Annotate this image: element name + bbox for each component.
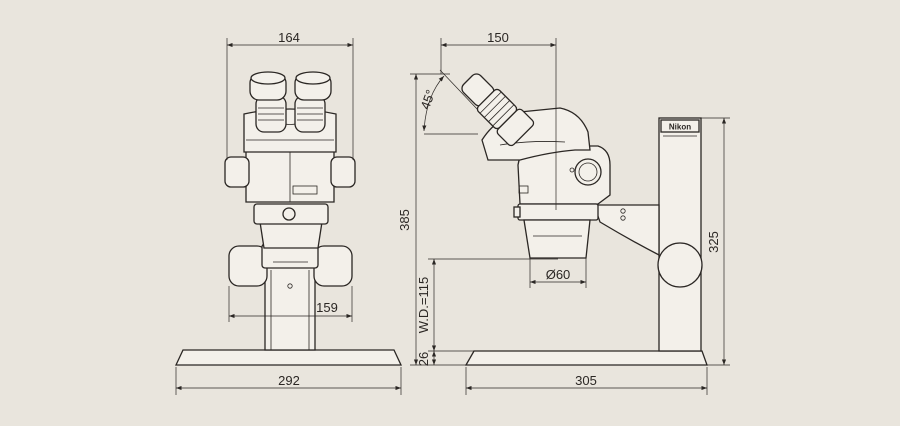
dim-text-45: 45° bbox=[417, 88, 438, 112]
front-base-plate bbox=[174, 349, 403, 366]
dim-front-base-width: 292 bbox=[175, 367, 402, 395]
front-focus-knob-right bbox=[313, 245, 353, 287]
side-base-plate bbox=[464, 350, 708, 366]
dim-side-eyepiece-offset: 150 bbox=[440, 30, 557, 210]
dim-text-objective-diameter: Ø60 bbox=[546, 267, 571, 282]
dim-text-working-distance: W.D.=115 bbox=[416, 277, 431, 333]
front-eyepiece-right bbox=[294, 71, 332, 133]
front-view: 164 159 292 bbox=[174, 30, 403, 395]
dim-side-eyepiece-angle: 45° bbox=[417, 69, 479, 135]
dim-side-base-height: 26 bbox=[416, 351, 437, 366]
front-eyepiece-left bbox=[249, 71, 287, 133]
side-arm bbox=[593, 204, 660, 257]
side-objective bbox=[523, 219, 591, 259]
dim-text-26: 26 bbox=[416, 352, 431, 366]
front-ring-knob bbox=[282, 207, 296, 221]
brand-label: Nikon bbox=[669, 123, 691, 132]
dim-text-292: 292 bbox=[278, 373, 300, 388]
side-collar bbox=[517, 203, 599, 221]
dim-side-objective-diameter: Ø60 bbox=[529, 258, 587, 288]
side-brand-plate bbox=[660, 119, 700, 133]
side-stand-column bbox=[658, 117, 702, 352]
dim-side-stand-height: 325 bbox=[701, 117, 730, 366]
dim-front-top-width: 164 bbox=[226, 30, 354, 160]
dim-text-159: 159 bbox=[316, 300, 338, 315]
dim-front-knob-width: 159 bbox=[228, 286, 353, 322]
side-eyepiece bbox=[461, 73, 535, 147]
dim-side-total-height: 385 bbox=[397, 73, 466, 366]
dim-side-base-depth: 305 bbox=[465, 367, 708, 395]
dim-side-working-distance: W.D.=115 bbox=[416, 258, 558, 352]
dim-text-325: 325 bbox=[706, 231, 721, 253]
front-pillar bbox=[264, 254, 316, 351]
front-focus-knob-left bbox=[228, 245, 268, 287]
dim-text-164: 164 bbox=[278, 30, 300, 45]
dim-text-385: 385 bbox=[397, 209, 412, 231]
front-zoom-knob-left bbox=[224, 156, 250, 188]
side-view: Nikon bbox=[397, 30, 730, 395]
front-objective bbox=[259, 221, 323, 249]
dim-text-150: 150 bbox=[487, 30, 509, 45]
front-zoom-knob-right bbox=[330, 156, 356, 188]
dim-text-305: 305 bbox=[575, 373, 597, 388]
side-focus-knob bbox=[657, 242, 703, 288]
